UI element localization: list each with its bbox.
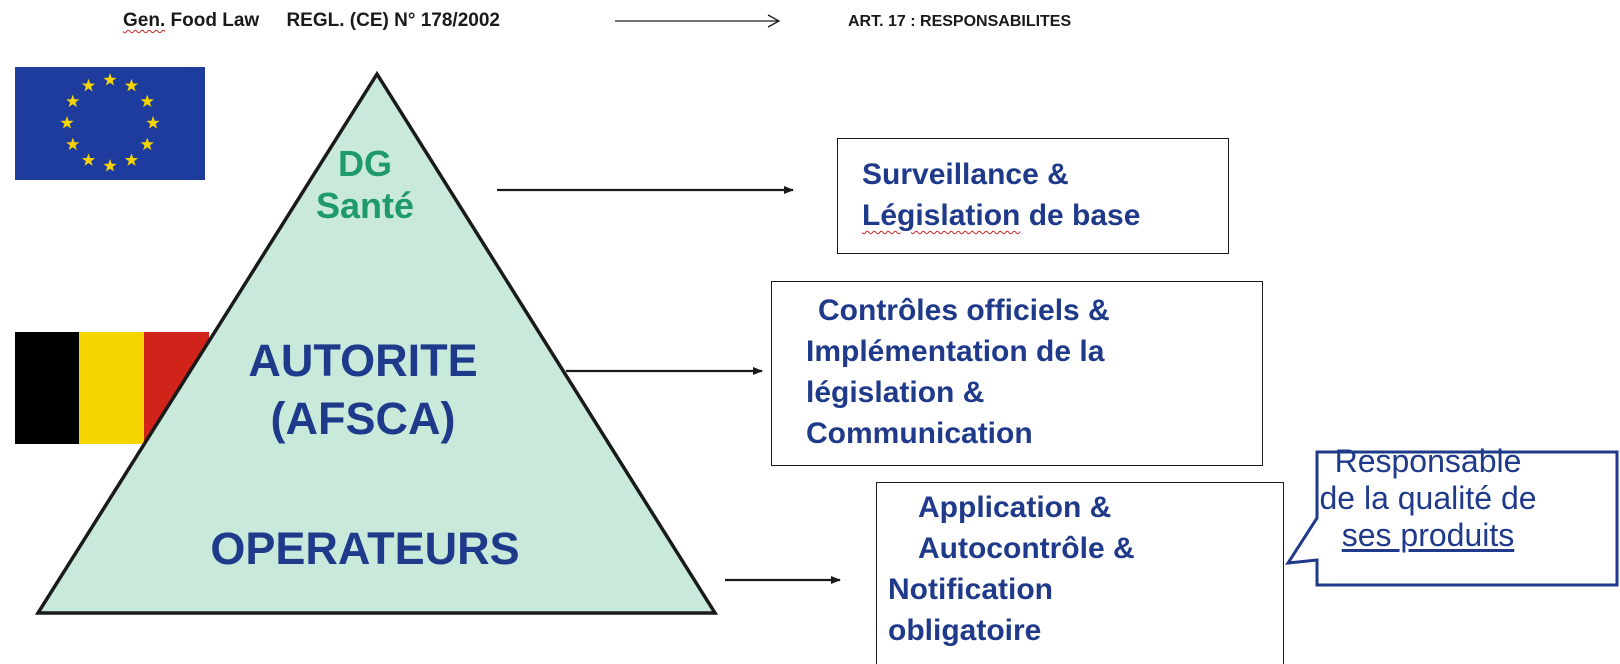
controles-line-1: Contrôles officiels & <box>818 294 1110 327</box>
controles-line-2: Implémentation de la <box>806 335 1105 368</box>
eu-star <box>140 94 154 108</box>
application-line-1: Application & <box>918 491 1112 524</box>
header-gen: Gen. <box>123 10 166 31</box>
de-base-words: de base <box>1020 199 1141 232</box>
header-regulation: REGL. (CE) N° 178/2002 <box>286 10 500 31</box>
application-text: Application & Autocontrôle & Notificatio… <box>888 487 1135 651</box>
pyramid-level-dg-sante: DG Santé <box>290 143 440 227</box>
callout-line-3: ses produits <box>1283 517 1573 554</box>
responsibility-pyramid <box>34 70 719 615</box>
eu-star <box>66 137 80 151</box>
surveillance-text: Surveillance & Législation de base <box>862 154 1140 236</box>
eu-star <box>60 116 74 129</box>
belgium-flag-yellow <box>79 332 144 444</box>
header-food-law: Food Law <box>170 10 260 31</box>
header-arrow <box>615 14 781 28</box>
eu-star <box>124 78 139 92</box>
eu-star <box>66 94 80 108</box>
callout-line-3-text: ses produits <box>1341 517 1515 553</box>
regulation-header: Gen. Food Law REGL. (CE) N° 178/2002 <box>123 10 500 32</box>
eu-star <box>103 73 117 86</box>
dg-label: DG <box>338 143 392 184</box>
pyramid-level-operators: OPERATEURS <box>210 523 520 574</box>
authority-label: AUTORITE <box>248 335 478 386</box>
eu-star <box>124 153 139 166</box>
application-line-4: obligatoire <box>888 614 1042 647</box>
controles-line-4: Communication <box>806 417 1033 450</box>
application-box <box>876 482 1284 664</box>
application-line-2: Autocontrôle & <box>918 532 1135 565</box>
eu-star <box>140 137 154 151</box>
eu-star <box>81 153 96 166</box>
surveillance-line-1: Surveillance & <box>862 158 1069 191</box>
pyramid-level-authority: AUTORITE (AFSCA) <box>213 332 513 448</box>
eu-star <box>146 116 160 129</box>
application-line-3: Notification <box>888 573 1053 606</box>
eu-stars <box>60 73 160 172</box>
eu-flag <box>15 67 205 180</box>
afsca-label: (AFSCA) <box>270 393 456 444</box>
surveillance-box <box>837 138 1229 254</box>
callout-text: Responsable de la qualité de ses produit… <box>1283 443 1573 554</box>
controles-text: Contrôles officiels & Implémentation de … <box>806 290 1110 454</box>
callout-bubble <box>1285 450 1619 587</box>
controles-line-3: législation & <box>806 376 985 409</box>
controles-box <box>771 281 1263 466</box>
belgium-flag-black <box>15 332 79 444</box>
eu-star <box>103 159 117 172</box>
sante-label: Santé <box>315 185 415 226</box>
callout-line-1: Responsable <box>1334 443 1522 479</box>
eu-star <box>81 78 96 92</box>
legislation-word: Législation <box>862 199 1021 232</box>
surveillance-line-2: Législation de base <box>862 195 1140 236</box>
callout-line-2: de la qualité de <box>1319 480 1537 516</box>
header-article: ART. 17 : RESPONSABILITES <box>848 13 1072 30</box>
